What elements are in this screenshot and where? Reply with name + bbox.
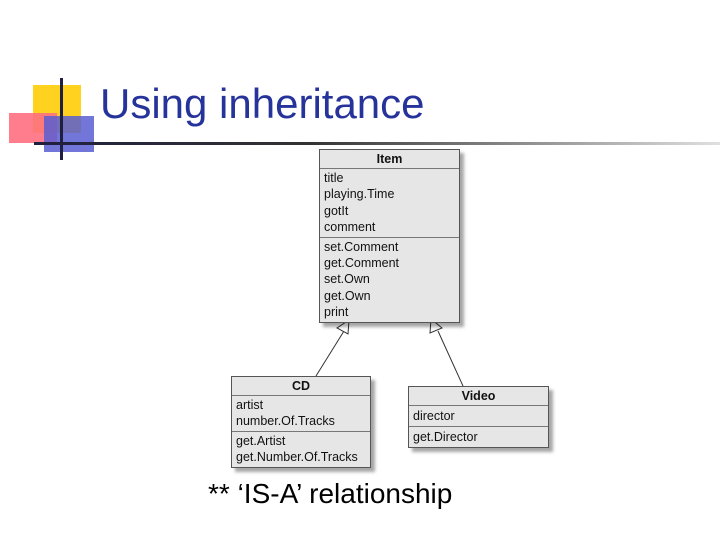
method: print — [324, 305, 349, 320]
field: title — [324, 171, 344, 185]
method: get.Number.Of.Tracks — [236, 450, 358, 465]
link-video-item — [437, 330, 464, 387]
method: set.Comment — [324, 239, 399, 254]
field: director — [413, 409, 455, 423]
class-cd: CD artist number.Of.Tracks get.Artist ge… — [231, 376, 371, 468]
class-video-methods: get.Director — [409, 427, 548, 447]
class-video-name: Video — [409, 387, 548, 406]
class-item: Item title playing.Time gotIt comment se… — [319, 149, 460, 323]
class-video-fields: director — [409, 406, 548, 427]
field: number.Of.Tracks — [236, 414, 335, 429]
method: get.Own — [324, 288, 371, 303]
class-cd-name: CD — [232, 377, 370, 396]
link-cd-item — [315, 330, 345, 377]
class-item-methods: set.Comment get.Comment set.Own get.Own … — [320, 238, 459, 322]
arrowhead-cd-item — [336, 319, 350, 335]
slide-logo — [0, 0, 100, 170]
field: comment — [324, 220, 376, 235]
logo-vertical-line — [60, 78, 63, 160]
field: gotIt — [324, 203, 349, 218]
class-item-name: Item — [320, 150, 459, 169]
method: get.Artist — [236, 433, 286, 448]
method: get.Director — [413, 430, 478, 444]
slide-caption: ** ‘IS-A’ relationship — [208, 478, 453, 509]
class-video: Video director get.Director — [408, 386, 549, 448]
method: get.Comment — [324, 256, 400, 271]
class-cd-fields: artist number.Of.Tracks — [232, 396, 370, 432]
field: playing.Time — [324, 187, 395, 202]
method: set.Own — [324, 272, 370, 287]
logo-blue-square — [44, 116, 94, 152]
field: artist — [236, 398, 264, 412]
class-item-fields: title playing.Time gotIt comment — [320, 169, 459, 238]
slide-title: Using inheritance — [100, 80, 425, 127]
title-underline — [34, 142, 720, 145]
class-cd-methods: get.Artist get.Number.Of.Tracks — [232, 432, 370, 467]
